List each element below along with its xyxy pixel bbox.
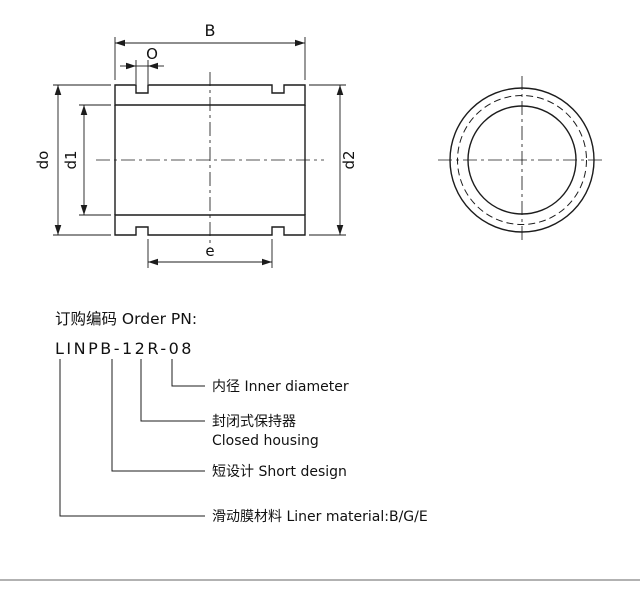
callout-closed-housing-zh: 封闭式保持器 [212, 414, 296, 430]
order-code-section: 订购编码 Order PN: LINPB-12R-08 内径 Inner dia… [55, 310, 428, 525]
bottom-wall-section [114, 214, 306, 236]
part-number: LINPB-12R-08 [55, 339, 194, 358]
dim-label-d1: d1 [62, 150, 80, 169]
callout-inner-diameter: 内径 Inner diameter [212, 379, 349, 395]
callout-leader-closed-housing [140, 359, 205, 422]
callout-liner-material: 滑动膜材料 Liner material:B/G/E [212, 508, 428, 525]
order-heading: 订购编码 Order PN: [55, 310, 197, 328]
dim-label-e: e [205, 242, 214, 260]
front-view [438, 76, 606, 244]
dimensions: B O do d1 d2 e [34, 21, 358, 268]
callout-short-design: 短设计 Short design [212, 464, 347, 480]
dim-label-do: do [34, 151, 52, 170]
dim-label-b: B [205, 21, 216, 40]
dim-label-d2: d2 [340, 150, 358, 169]
callout-leader-inner-diameter [171, 359, 205, 387]
dim-label-o: O [146, 45, 158, 63]
callout-leader-short-design [111, 359, 205, 472]
callout-leader-liner-material [59, 359, 205, 517]
callout-closed-housing-en: Closed housing [212, 433, 319, 449]
cross-section-view [96, 72, 324, 248]
